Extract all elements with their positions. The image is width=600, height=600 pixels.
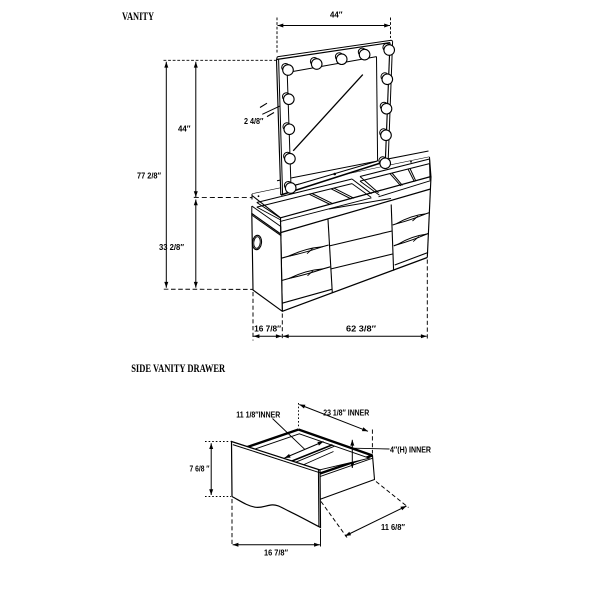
svg-text:7 6/8 ″: 7 6/8 ″ bbox=[190, 464, 210, 474]
svg-text:2 4/8″: 2 4/8″ bbox=[244, 116, 264, 126]
svg-text:11 1/8″INNER: 11 1/8″INNER bbox=[236, 410, 280, 420]
svg-text:62 3/8″: 62 3/8″ bbox=[346, 324, 376, 334]
svg-text:23 1/8″ INNER: 23 1/8″ INNER bbox=[323, 408, 369, 418]
svg-text:VANITY: VANITY bbox=[122, 9, 154, 23]
svg-text:SIDE VANITY DRAWER: SIDE VANITY DRAWER bbox=[131, 361, 225, 375]
svg-text:77 2/8″: 77 2/8″ bbox=[137, 171, 161, 181]
svg-text:44″: 44″ bbox=[178, 124, 191, 134]
svg-text:11 6/8″: 11 6/8″ bbox=[381, 522, 405, 532]
svg-text:44″: 44″ bbox=[330, 10, 343, 20]
svg-text:16 7/8″: 16 7/8″ bbox=[264, 547, 288, 557]
svg-text:33 2/8″: 33 2/8″ bbox=[159, 242, 184, 252]
svg-text:4″(H) INNER: 4″(H) INNER bbox=[390, 445, 431, 455]
svg-text:16 7/8″: 16 7/8″ bbox=[254, 324, 281, 334]
